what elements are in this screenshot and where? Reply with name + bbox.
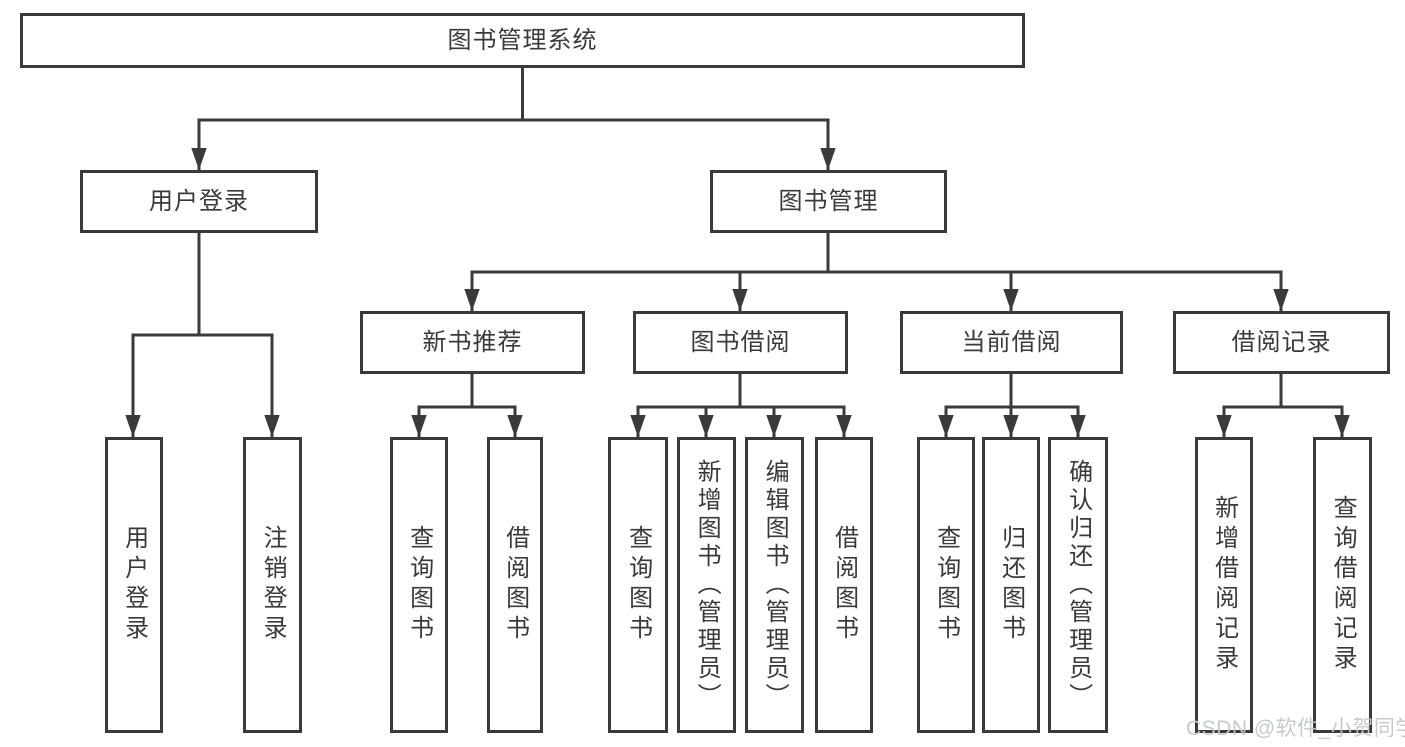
watermark: CSDN @软件_小贺同学 [1186,717,1405,740]
leaf-query-book-current: 查询图书 [917,437,975,733]
node-user-login: 用户登录 [80,170,318,233]
node-root: 图书管理系统 [20,13,1025,68]
leaf-confirm-return-admin: 确认归还（管理员） [1048,437,1108,733]
leaf-add-borrow-record: 新增借阅记录 [1195,437,1253,733]
leaf-borrow-book-recommend: 借阅图书 [487,437,543,733]
node-book-borrowing: 图书借阅 [633,311,848,374]
node-current-borrowing: 当前借阅 [900,311,1123,374]
leaf-add-book-admin: 新增图书（管理员） [677,437,736,733]
leaf-logout: 注销登录 [243,437,302,733]
node-borrowing-records: 借阅记录 [1173,311,1390,374]
leaf-query-book-recommend: 查询图书 [390,437,448,733]
leaf-return-book: 归还图书 [982,437,1040,733]
leaf-borrow-book: 借阅图书 [815,437,873,733]
node-new-book-recommendation: 新书推荐 [360,311,585,374]
leaf-query-book-borrowing: 查询图书 [608,437,668,733]
leaf-edit-book-admin: 编辑图书（管理员） [745,437,804,733]
node-book-management: 图书管理 [710,170,947,233]
leaf-query-borrow-record: 查询借阅记录 [1313,437,1372,733]
leaf-user-login: 用户登录 [105,437,163,733]
